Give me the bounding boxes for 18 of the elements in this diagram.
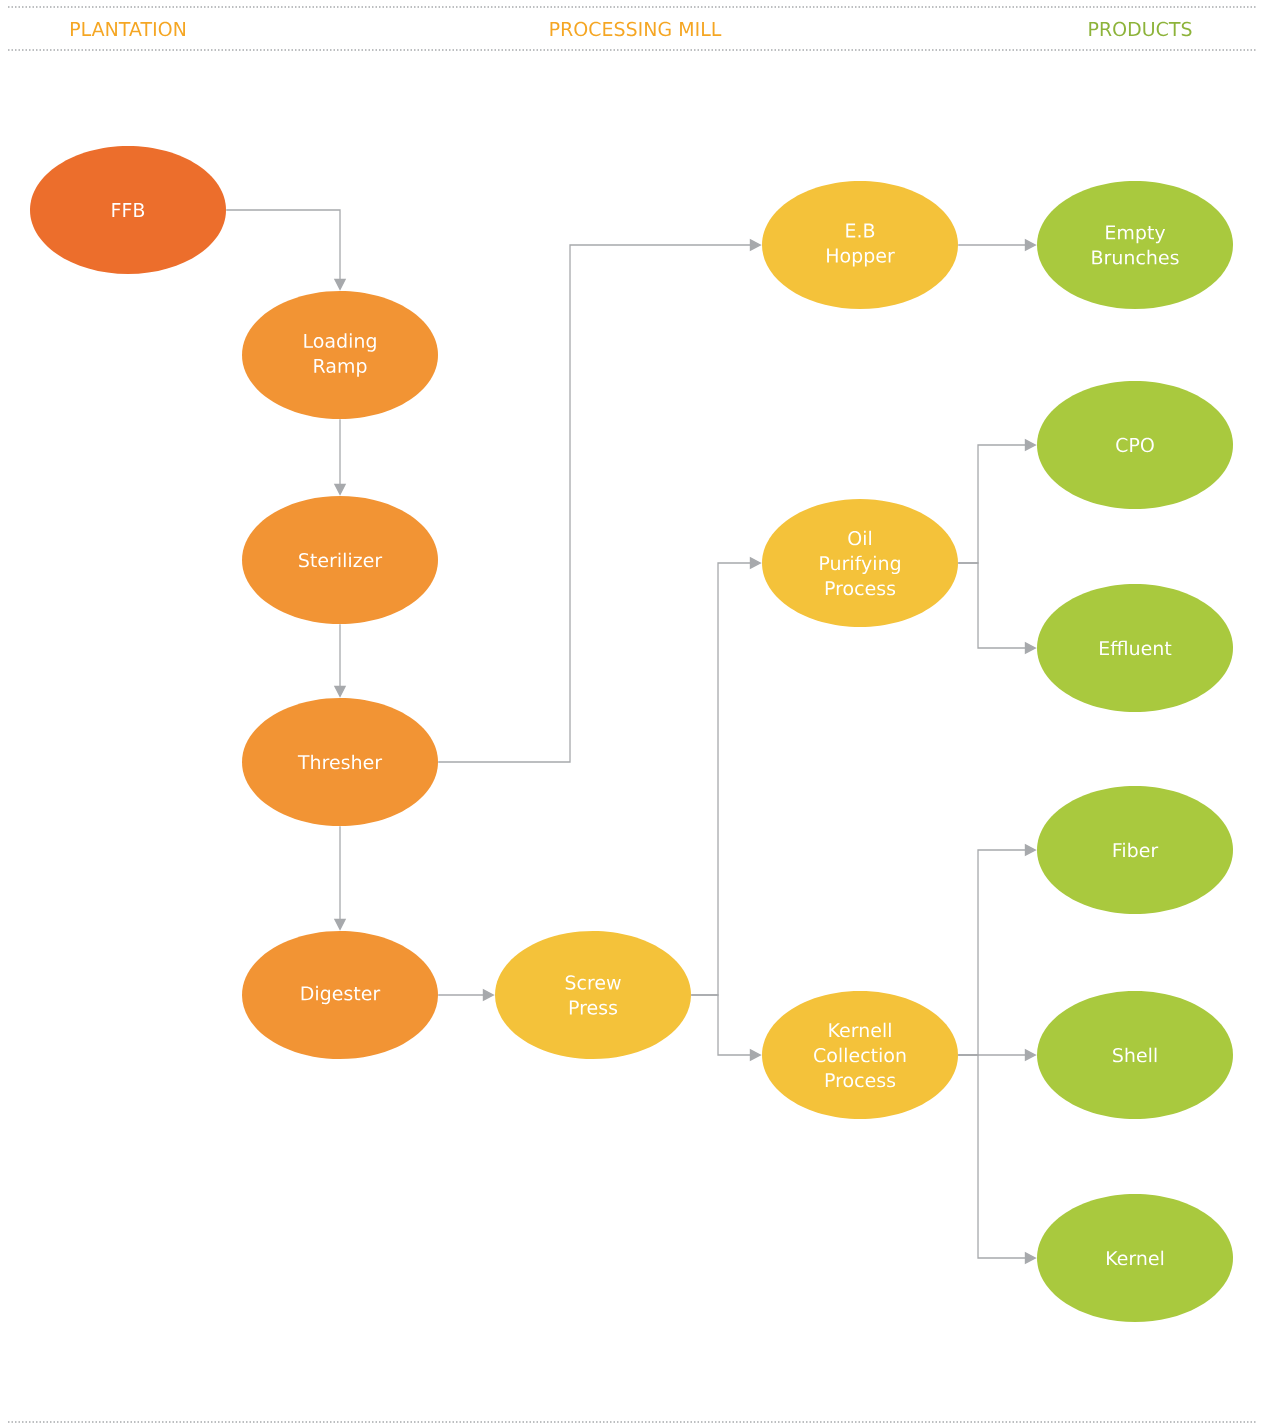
- column-heading: PROCESSING MILL: [550, 21, 722, 37]
- ellipse-node: Digester: [242, 931, 438, 1059]
- ellipse-node: Kernell Collection Process: [762, 991, 958, 1119]
- ellipse-node: Sterilizer: [242, 496, 438, 624]
- ellipse-node: Loading Ramp: [242, 291, 438, 419]
- ellipse-node: Effluent: [1037, 584, 1233, 712]
- ellipse-node: Oil Purifying Process: [762, 499, 958, 627]
- ellipse-node: Kernel: [1037, 1194, 1233, 1322]
- ellipse-node: CPO: [1037, 381, 1233, 509]
- ellipse-node: Fiber: [1037, 786, 1233, 914]
- ellipse-node: Thresher: [242, 698, 438, 826]
- column-heading: PLANTATION: [71, 21, 185, 37]
- column-heading: PRODUCTS: [1089, 21, 1192, 37]
- ellipse-node: FFB: [30, 146, 226, 274]
- ellipse-node: Shell: [1037, 991, 1233, 1119]
- ellipse-node: E.B Hopper: [762, 181, 958, 309]
- ellipse-node: Screw Press: [495, 931, 691, 1059]
- ellipse-node: Empty Brunches: [1037, 181, 1233, 309]
